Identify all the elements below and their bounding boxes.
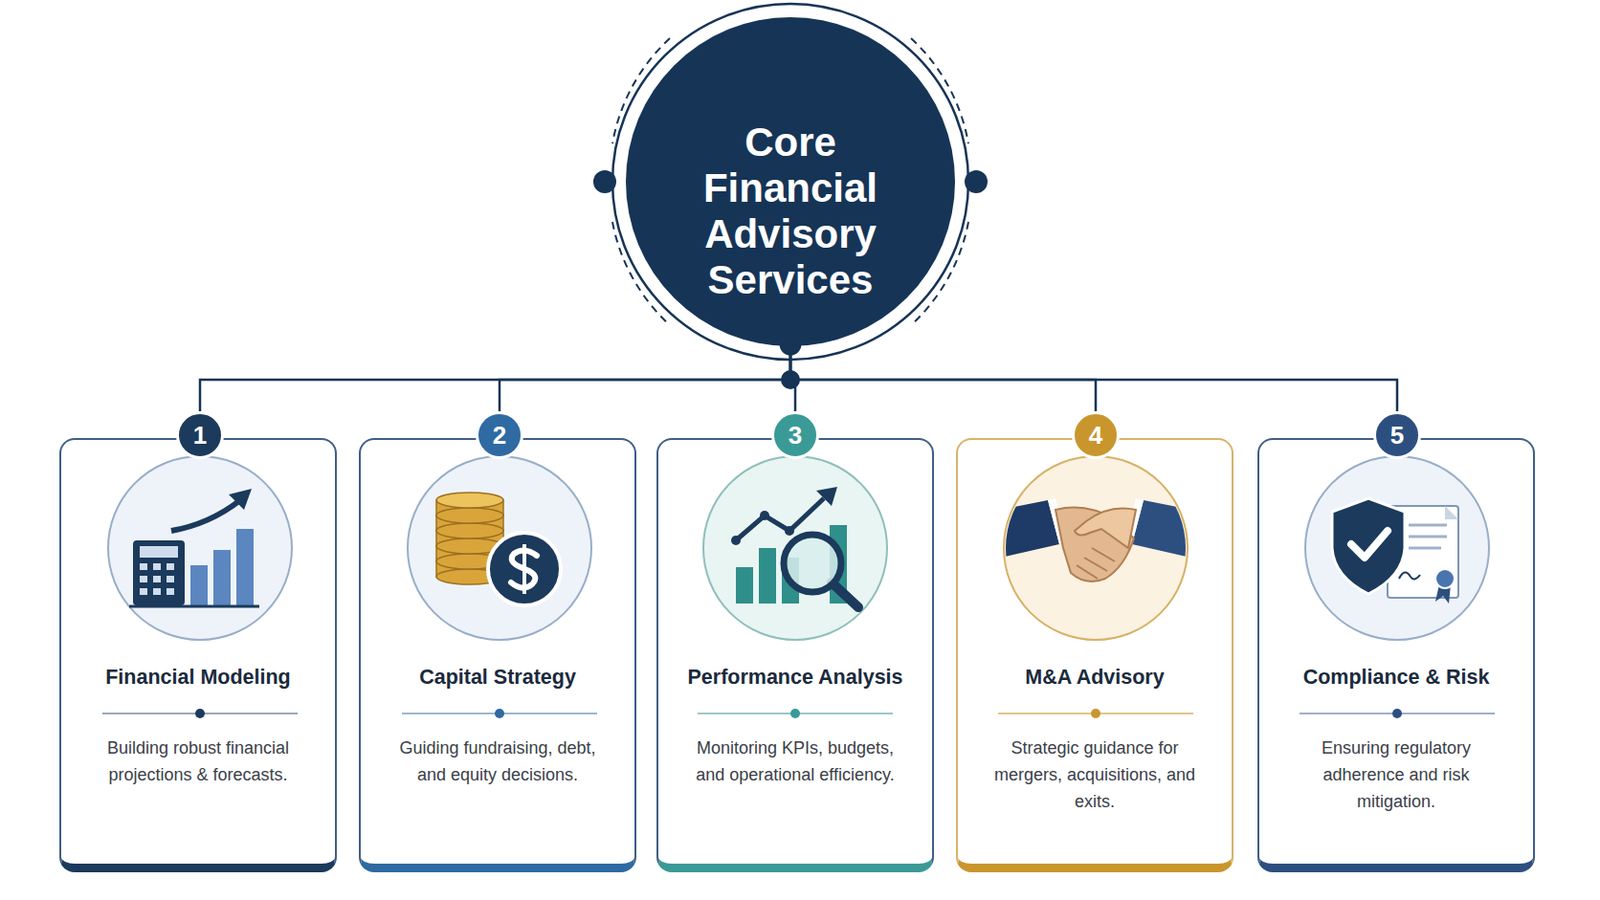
card-heading: M&A Advisory [957, 666, 1232, 690]
service-card: Financial ModelingBuilding robust financ… [59, 438, 337, 873]
card-description: Ensuring regulatory adherence and risk m… [1281, 734, 1512, 816]
step-number: 5 [1390, 422, 1404, 448]
step-badge: 5 [1373, 411, 1422, 460]
step-badge: 4 [1071, 411, 1120, 460]
service-card: Compliance & RiskEnsuring regulatory adh… [1257, 438, 1535, 873]
hub-circle: Core Financial Advisory Services [625, 17, 956, 347]
card-description: Monitoring KPIs, budgets, and operationa… [680, 734, 911, 789]
hub-title: Core Financial Advisory Services [680, 119, 901, 304]
step-number: 3 [788, 422, 802, 448]
step-number: 4 [1088, 422, 1103, 448]
card-description: Strategic guidance for mergers, acquisit… [979, 734, 1210, 816]
step-number: 2 [492, 422, 507, 448]
service-card: M&A AdvisoryStrategic guidance for merge… [955, 438, 1234, 873]
connector-line [790, 346, 1398, 412]
service-card: Capital StrategyGuiding fundraising, deb… [358, 438, 637, 873]
step-badge: 3 [771, 411, 820, 460]
service-card: Performance AnalysisMonitoring KPIs, bud… [656, 438, 934, 873]
card-heading: Financial Modeling [61, 666, 335, 690]
card-heading: Performance Analysis [658, 666, 933, 690]
card-heading: Capital Strategy [360, 666, 635, 690]
card-heading: Compliance & Risk [1259, 666, 1534, 690]
connector-line [200, 346, 791, 412]
step-badge: 2 [475, 411, 524, 460]
connector-line [499, 346, 791, 412]
card-description: Building robust financial projections & … [83, 734, 313, 789]
step-number: 1 [193, 422, 207, 448]
step-badge: 1 [176, 411, 224, 460]
card-description: Guiding fundraising, debt, and equity de… [382, 734, 613, 789]
